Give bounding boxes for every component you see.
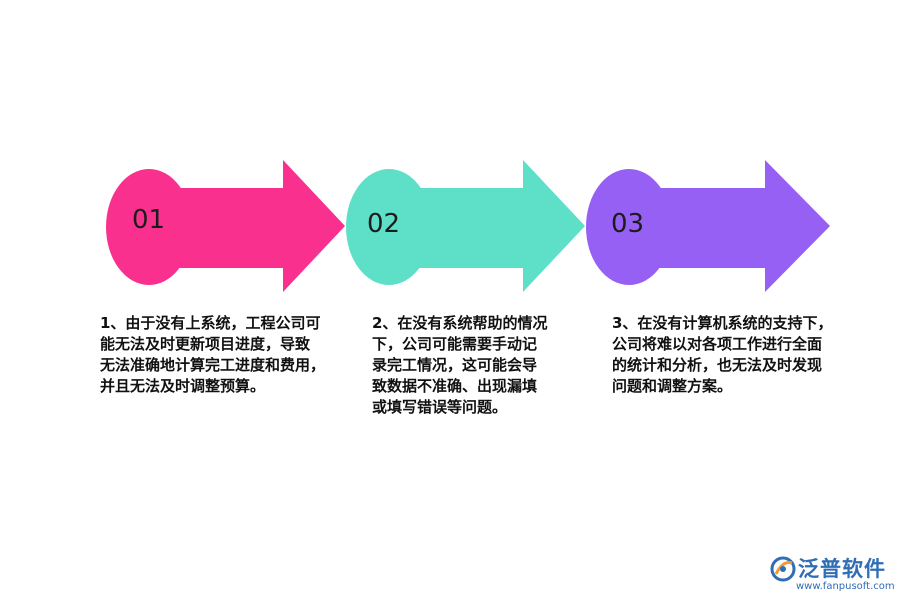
step-2-number: 02 <box>367 209 401 239</box>
step-1-arrow-shape <box>148 160 345 292</box>
process-arrows <box>106 160 830 292</box>
brand-name: 泛普软件 <box>798 557 886 581</box>
step-2-circle <box>346 169 432 285</box>
step-2-arrow-shape <box>388 160 585 292</box>
step-1-arrow <box>106 160 345 292</box>
step-3-arrow-shape <box>628 160 830 292</box>
step-3-number: 03 <box>611 209 645 239</box>
step-2-arrow <box>346 160 585 292</box>
step-3-description: 3、在没有计算机系统的支持下， 公司将难以对各项工作进行全面 的统计和分析，也无… <box>612 314 833 395</box>
brand-logo: 泛普软件 www.fanpusoft.com <box>768 551 898 597</box>
step-1-number: 01 <box>132 205 166 235</box>
brand-mark-icon <box>770 556 796 582</box>
step-3-arrow <box>586 160 830 292</box>
step-3-circle <box>586 169 672 285</box>
step-2-description: 2、在没有系统帮助的情况 下，公司可能需要手动记 录完工情况，这可能会导 致数据… <box>372 314 548 416</box>
step-1-description: 1、由于没有上系统，工程公司可 能无法及时更新项目进度，导致 无法准确地计算完工… <box>100 314 326 395</box>
step-1-circle <box>106 169 192 285</box>
brand-url: www.fanpusoft.com <box>796 581 895 592</box>
